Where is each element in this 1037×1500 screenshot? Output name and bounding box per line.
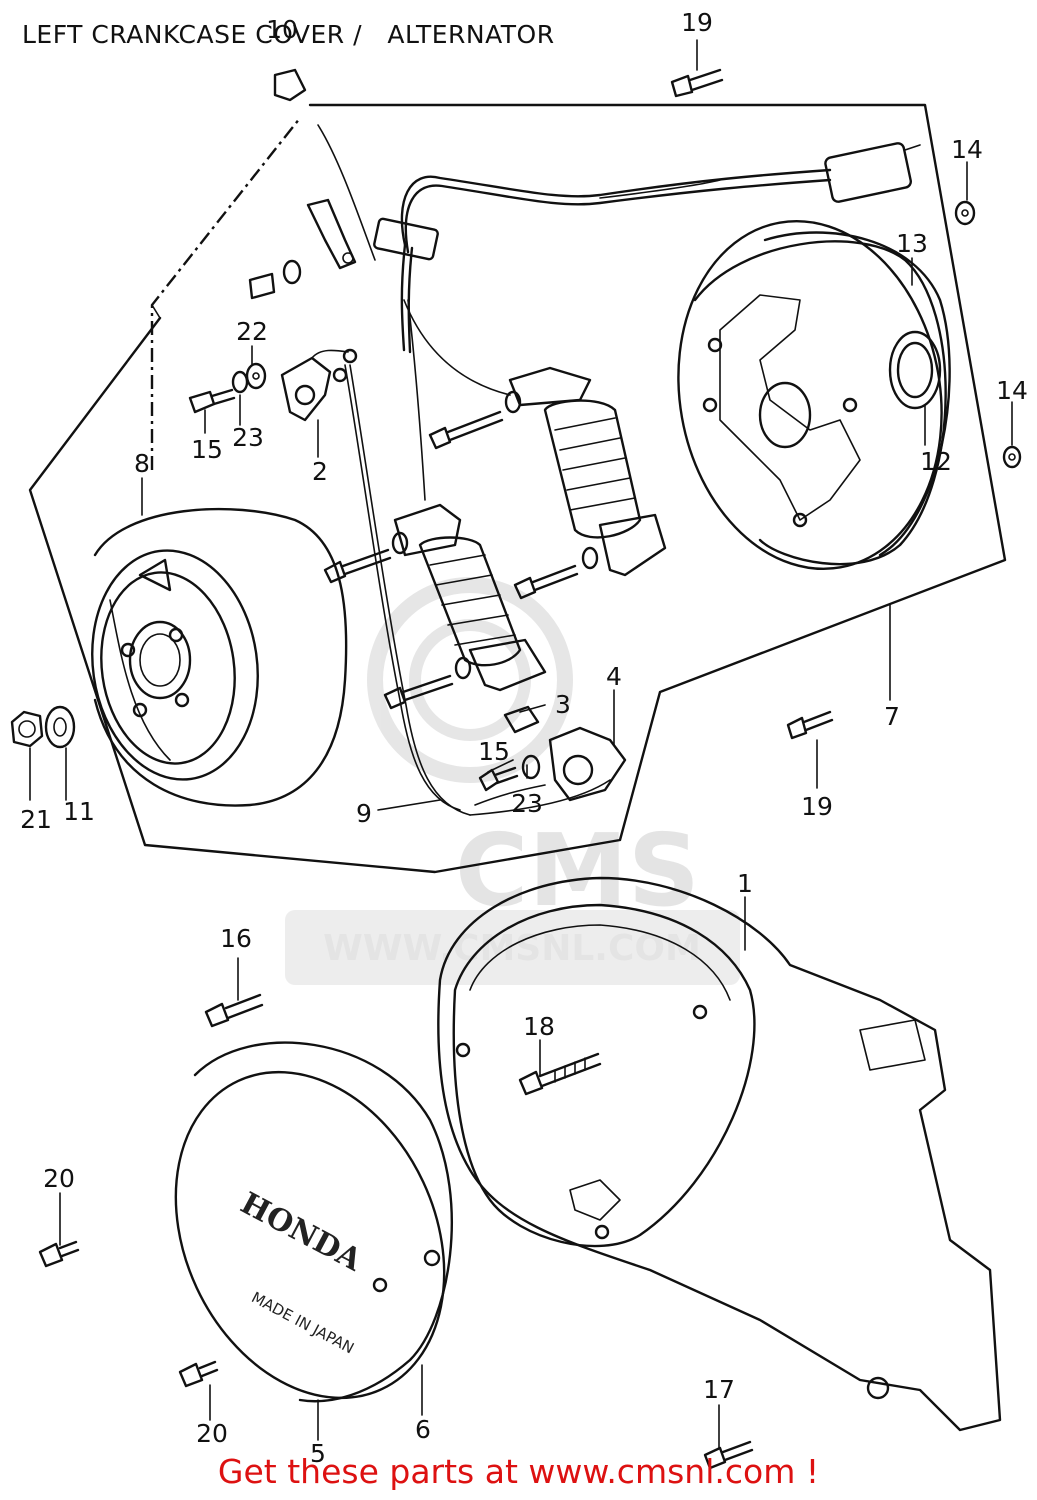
alternator-assembly-boundary — [28, 103, 1007, 874]
callout-11: 11 — [63, 797, 95, 826]
footer-link-text[interactable]: Get these parts at www.cmsnl.com ! — [217, 1452, 820, 1491]
callout-9: 9 — [356, 799, 372, 828]
callout-15-lower: 15 — [478, 737, 510, 766]
bolt-15-upper — [188, 388, 236, 414]
callout-4: 4 — [606, 662, 622, 691]
grommet-10 — [273, 68, 307, 102]
callout-3: 3 — [555, 690, 571, 719]
watermark-brand: CMS — [455, 812, 700, 929]
callout-22: 22 — [236, 317, 268, 346]
screw-19-top — [670, 68, 724, 98]
callout-19-top: 19 — [681, 8, 713, 37]
washer-22-23 — [231, 259, 302, 394]
stator-coil-upper — [508, 366, 667, 577]
stator-coil-lower — [393, 503, 547, 692]
callout-7: 7 — [884, 702, 900, 731]
callout-20-bottom: 20 — [196, 1419, 228, 1448]
callout-23-lower: 23 — [511, 789, 543, 818]
washer-14-lower — [1002, 445, 1022, 469]
generator-cover-5: HONDA MADE IN JAPAN — [174, 1070, 446, 1400]
callout-1: 1 — [737, 869, 753, 898]
oil-seal-12 — [888, 330, 942, 410]
cover-origin-lettering: MADE IN JAPAN — [248, 1288, 357, 1357]
flywheel-rotor-8 — [91, 507, 348, 807]
generator-cover-gasket-6 — [193, 1041, 453, 1403]
stator-base-13 — [677, 219, 951, 571]
wire-harness — [317, 124, 921, 816]
callout-labels: 19 10 14 13 22 14 23 15 12 8 2 4 3 7 15 … — [20, 8, 1028, 1468]
leader-lines — [29, 39, 1013, 1449]
callout-20-left: 20 — [43, 1164, 75, 1193]
callout-12: 12 — [920, 447, 952, 476]
callout-6: 6 — [415, 1415, 431, 1444]
washer-14-upper — [954, 200, 976, 226]
callout-14-lower: 14 — [996, 376, 1028, 405]
callout-13: 13 — [896, 229, 928, 258]
pulse-generator-2 — [280, 348, 358, 422]
wire-clamp-bracket — [306, 198, 357, 270]
grommet-3 — [503, 705, 540, 734]
callout-2: 2 — [312, 457, 328, 486]
screw-16 — [204, 993, 264, 1028]
callout-10: 10 — [266, 15, 298, 44]
callout-5: 5 — [310, 1439, 326, 1468]
screw-20-left — [38, 1240, 80, 1268]
callout-23-upper: 23 — [232, 423, 264, 452]
diagram-title: LEFT CRANKCASE COVER / ALTERNATOR — [22, 20, 555, 49]
callout-8: 8 — [134, 449, 150, 478]
callout-15-upper: 15 — [191, 435, 223, 464]
nut-21 — [10, 710, 44, 748]
callout-18: 18 — [523, 1012, 555, 1041]
screw-17 — [703, 1440, 754, 1470]
callout-16: 16 — [220, 924, 252, 953]
screw-20-bottom — [178, 1360, 219, 1388]
callout-19-right: 19 — [801, 792, 833, 821]
cord-clip-4 — [548, 726, 627, 802]
washer-11 — [44, 705, 76, 749]
callout-17: 17 — [703, 1375, 735, 1404]
callout-14-upper: 14 — [951, 135, 983, 164]
screw-18 — [518, 1052, 602, 1096]
callout-21: 21 — [20, 805, 52, 834]
stator-screws — [323, 390, 599, 710]
screw-19-right — [786, 710, 834, 740]
cover-honda-lettering: HONDA — [235, 1186, 368, 1279]
watermark-url: WWW.CMSNL.COM — [323, 928, 701, 969]
left-crankcase-cover-1 — [437, 876, 1002, 1432]
cms-watermark: CMS WWW.CMSNL.COM — [285, 577, 740, 985]
